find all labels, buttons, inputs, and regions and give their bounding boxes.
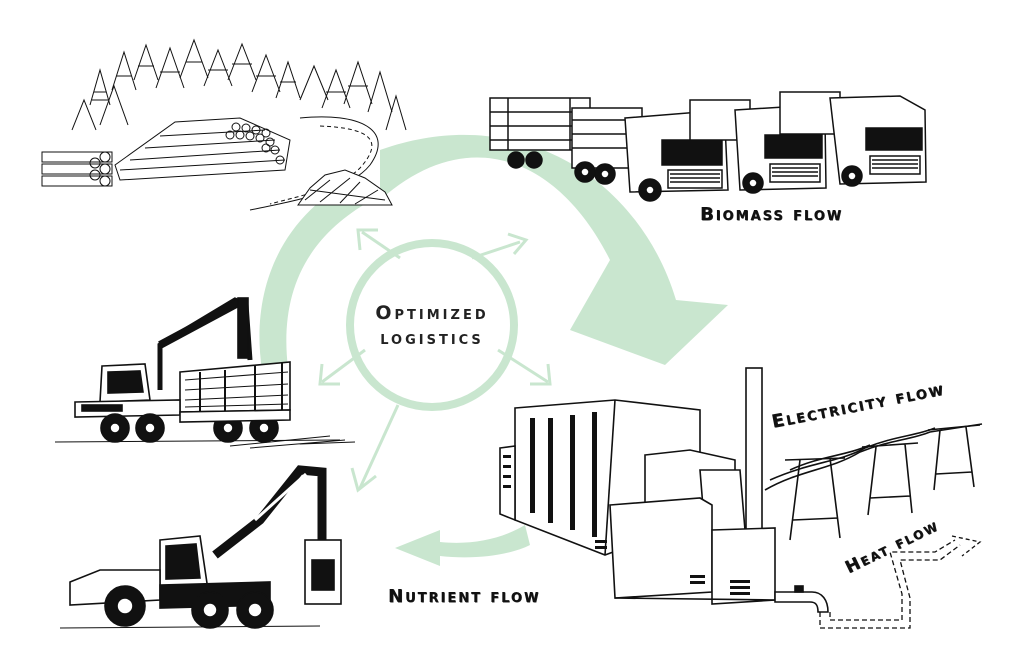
forest-log-pile-icon: [41, 38, 407, 211]
harvester-icon: [59, 465, 342, 629]
biomass-flow-label: Biomass flow: [700, 204, 844, 225]
power-line-icon: [764, 423, 983, 541]
optimized-logistics-label-line1: Optimized: [375, 302, 489, 324]
power-plant-icon: [499, 367, 776, 605]
heat-pipe-icon: [774, 535, 982, 629]
nutrient-flow-label: Nutrient flow: [388, 586, 541, 607]
optimized-logistics-label-line2: logistics: [380, 327, 484, 349]
biomass-flow-arrow: [380, 134, 728, 365]
timber-trucks-icon: [489, 91, 927, 202]
optimized-logistics-hub: [318, 228, 552, 493]
nutrient-flow-arrow: [395, 525, 530, 566]
forwarder-icon: [54, 297, 356, 449]
